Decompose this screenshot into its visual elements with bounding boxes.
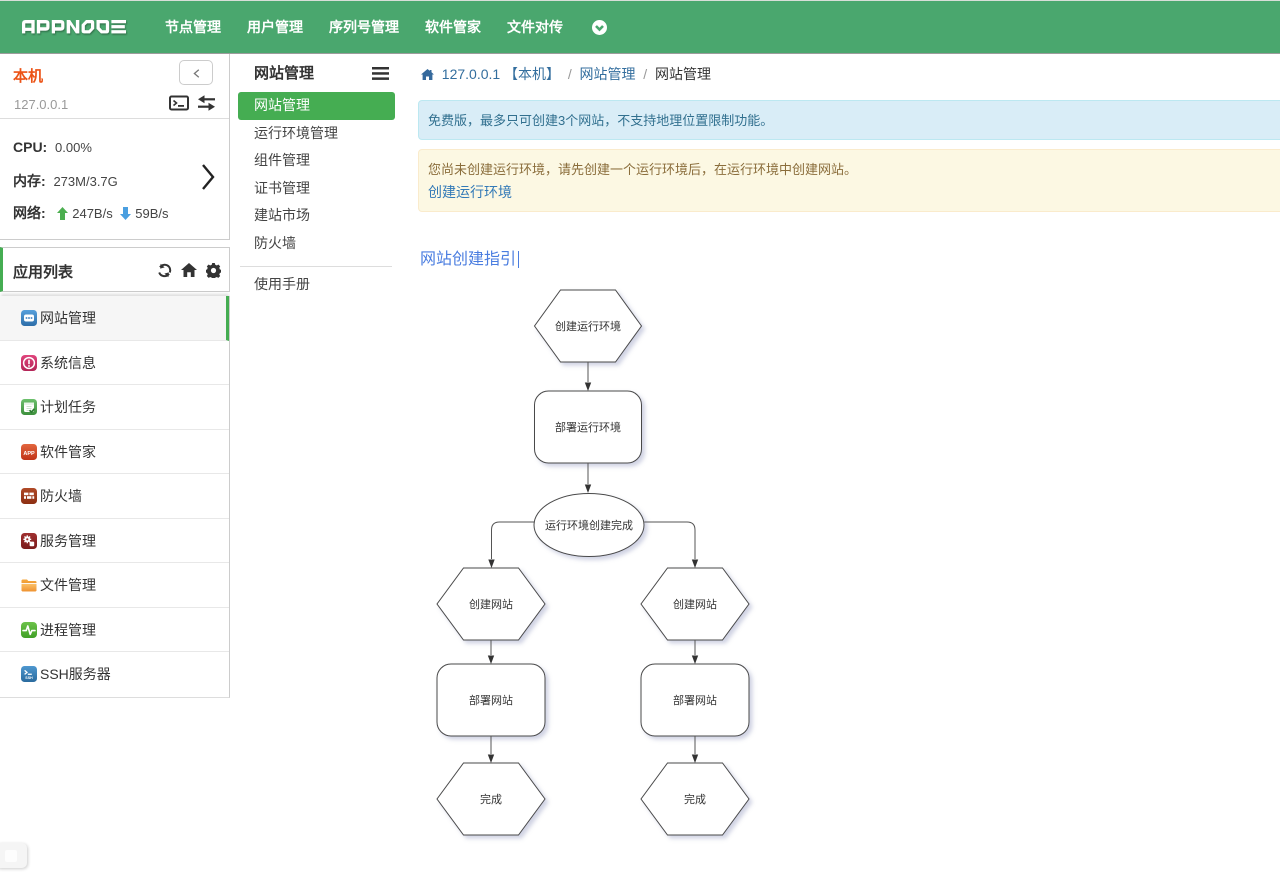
- svg-text:创建网站: 创建网站: [673, 597, 717, 611]
- svg-text:完成: 完成: [480, 792, 502, 806]
- svg-text:创建网站: 创建网站: [469, 597, 513, 611]
- svg-text:完成: 完成: [684, 792, 706, 806]
- svg-text:APP: APP: [23, 451, 35, 457]
- svg-text:部署网站: 部署网站: [673, 693, 717, 707]
- svg-text:SSH: SSH: [25, 677, 33, 681]
- svg-text:部署网站: 部署网站: [469, 693, 513, 707]
- svg-text:创建运行环境: 创建运行环境: [555, 319, 621, 333]
- svg-text:运行环境创建完成: 运行环境创建完成: [545, 518, 633, 532]
- svg-text:部署运行环境: 部署运行环境: [555, 420, 621, 434]
